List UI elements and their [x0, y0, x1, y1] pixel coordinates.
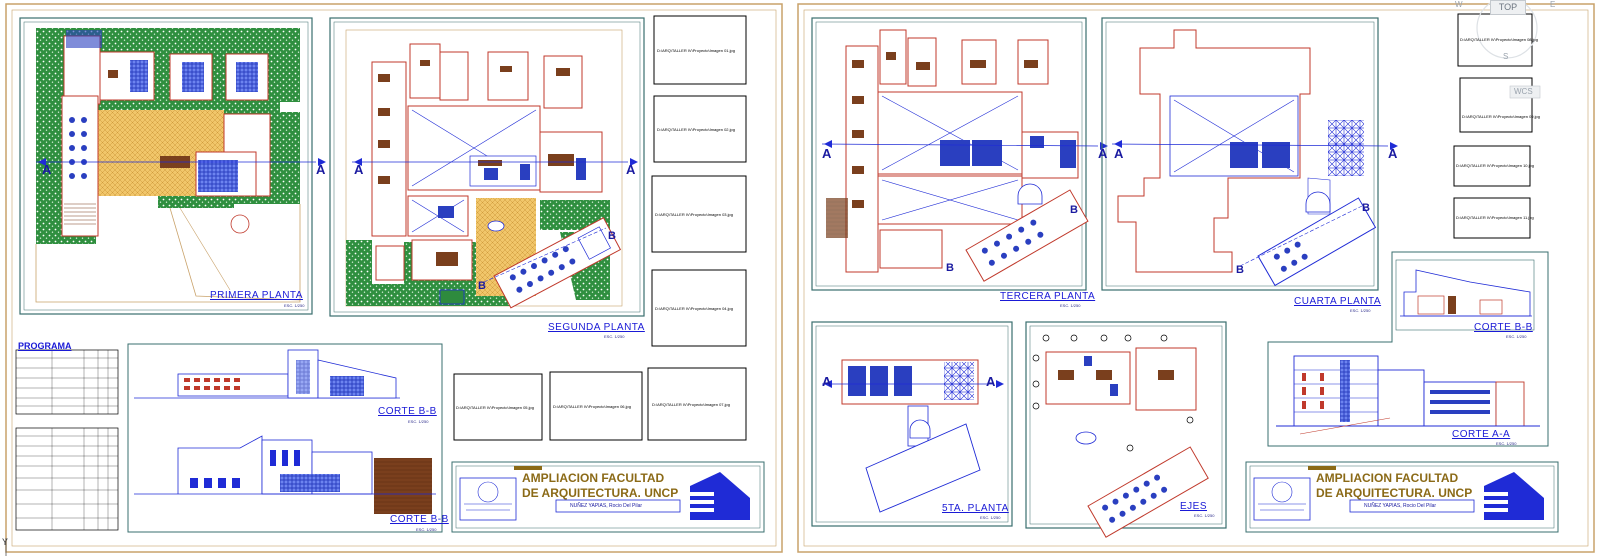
image-placeholders-right[interactable] [1453, 13, 1533, 239]
viewcube-top-face[interactable]: TOP [1490, 0, 1526, 15]
image-ref-text: D:\ARQ\TALLER IV\Proyecto\Imagen 06.jpg [553, 404, 631, 409]
section-mark-a: A [354, 162, 364, 177]
author-name: NUÑEZ YAPIAS, Rocio Del Pilar [1364, 503, 1437, 509]
label-cuarta-planta: CUARTA PLANTA [1294, 296, 1382, 307]
section-mark-a: A [626, 162, 636, 177]
image-ref-text: D:\ARQ\TALLER IV\Proyecto\Imagen 03.jpg [655, 212, 733, 217]
image-ref-text: D:\ARQ\TALLER IV\Proyecto\Imagen 04.jpg [655, 306, 733, 311]
label-corte-aa: CORTE A-A [1452, 429, 1511, 440]
label-ejes: EJES [1180, 501, 1208, 512]
section-mark-a: A [986, 374, 996, 389]
scale-corte-bb-right: ESC. 1/250 [1506, 334, 1527, 339]
section-mark-b: B [946, 262, 954, 274]
title-block-left[interactable] [451, 461, 765, 533]
quinta-planta-plan[interactable] [811, 321, 1013, 527]
scale-corte-aa: ESC. 1/250 [1496, 441, 1517, 446]
section-mark-a: A [1388, 146, 1398, 161]
label-segunda-planta: SEGUNDA PLANTA [548, 322, 645, 333]
scale-cuarta-planta: ESC. 1/250 [1350, 308, 1371, 313]
image-ref-text: D:\ARQ\TALLER IV\Proyecto\Imagen 08.jpg [1460, 37, 1538, 42]
image-ref-text: D:\ARQ\TALLER IV\Proyecto\Imagen 07.jpg [652, 402, 730, 407]
section-mark-b: B [1070, 204, 1078, 216]
ucs-y-label: Y [2, 537, 9, 547]
image-ref-text: D:\ARQ\TALLER IV\Proyecto\Imagen 10.jpg [1456, 163, 1534, 168]
section-mark-b: B [1236, 264, 1244, 276]
scale-primera-planta: ESC. 1/250 [284, 303, 305, 308]
section-mark-b: B [1362, 202, 1370, 214]
section-mark-b: B [608, 230, 616, 242]
image-ref-text: D:\ARQ\TALLER IV\Proyecto\Imagen 05.jpg [456, 405, 534, 410]
scale-segunda-planta: ESC. 1/250 [604, 334, 625, 339]
section-mark-a: A [822, 146, 832, 161]
image-placeholders-left[interactable] [453, 15, 747, 441]
title-line-2: DE ARQUITECTURA. UNCP [1316, 486, 1473, 500]
label-corte-bb-right: CORTE B-B [1474, 322, 1533, 333]
author-name: NUÑEZ YAPIAS, Rocio Del Pilar [570, 503, 643, 509]
corte-bb-section-1[interactable] [127, 343, 443, 533]
title-line-2: DE ARQUITECTURA. UNCP [522, 486, 679, 500]
cuarta-planta-plan[interactable] [1101, 17, 1398, 291]
programa-table[interactable] [15, 349, 119, 531]
sheet-left[interactable] [5, 3, 783, 553]
section-mark-a: A [42, 162, 52, 177]
tercera-planta-plan[interactable] [811, 17, 1108, 291]
label-corte-bb-1: CORTE B-B [378, 406, 437, 417]
label-tercera-planta: TERCERA PLANTA [1000, 291, 1096, 302]
label-quinta-planta: 5TA. PLANTA [942, 503, 1009, 514]
corte-bb-section-2[interactable] [134, 435, 436, 514]
scale-tercera-planta: ESC. 1/250 [1060, 303, 1081, 308]
section-mark-a: A [1098, 146, 1108, 161]
viewcube[interactable] [1476, 0, 1541, 99]
image-ref-text: D:\ARQ\TALLER IV\Proyecto\Imagen 11.jpg [1456, 215, 1534, 220]
segunda-planta-plan[interactable] [329, 17, 645, 317]
image-ref-text: D:\ARQ\TALLER IV\Proyecto\Imagen 02.jpg [657, 127, 735, 132]
ejes-plan[interactable] [1025, 321, 1227, 538]
section-mark-a: A [316, 162, 326, 177]
section-mark-a: A [1114, 146, 1124, 161]
label-corte-bb-2: CORTE B-B [390, 514, 449, 525]
label-primera-planta: PRIMERA PLANTA [210, 290, 303, 301]
primera-planta-plan[interactable] [19, 17, 326, 315]
corte-aa-section[interactable] [1267, 251, 1549, 447]
scale-ejes: ESC. 1/250 [1194, 513, 1215, 518]
viewcube-east-label[interactable]: E [1550, 0, 1556, 9]
viewcube-west-label[interactable]: W [1455, 0, 1463, 9]
image-ref-text: D:\ARQ\TALLER IV\Proyecto\Imagen 01.jpg [657, 48, 735, 53]
scale-quinta-planta: ESC. 1/250 [980, 515, 1001, 520]
image-ref-text: D:\ARQ\TALLER IV\Proyecto\Imagen 09.jpg [1462, 114, 1540, 119]
title-line-1: AMPLIACION FACULTAD [522, 471, 665, 485]
section-mark-b: B [478, 280, 486, 292]
wcs-menu[interactable]: WCS [1514, 87, 1533, 96]
title-line-1: AMPLIACION FACULTAD [1316, 471, 1459, 485]
title-block-right[interactable] [1245, 461, 1559, 533]
sheet-right[interactable] [797, 0, 1595, 553]
programa-title: PROGRAMA [18, 341, 72, 351]
viewcube-south-label[interactable]: S [1503, 52, 1509, 61]
scale-corte-bb-1: ESC. 1/250 [408, 419, 429, 424]
section-mark-a: A [822, 374, 832, 389]
corte-bb-section-right[interactable] [1395, 259, 1535, 331]
scale-corte-bb-2: ESC. 1/250 [416, 527, 437, 532]
